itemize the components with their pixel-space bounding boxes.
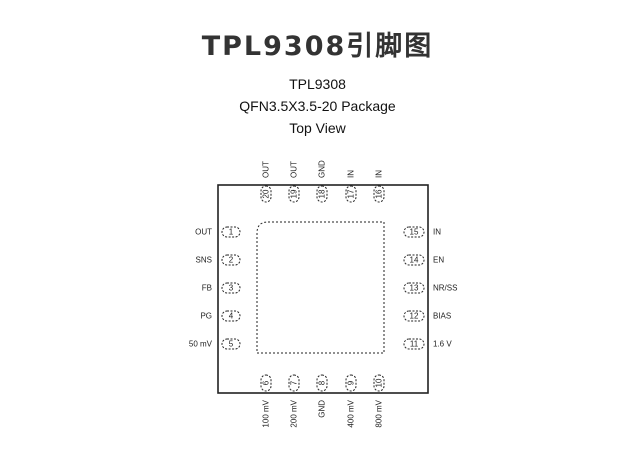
pin-pad-top-17 xyxy=(345,185,357,203)
pin-number: 11 xyxy=(410,340,419,349)
pin-pad-right-11 xyxy=(403,338,425,350)
pin-name-top-20: OUT xyxy=(262,161,271,178)
pin-pad-left-3 xyxy=(221,282,241,294)
pin-name-left-5: 50 mV xyxy=(189,340,213,349)
thermal-pad xyxy=(256,221,385,354)
pin-name-top-19: OUT xyxy=(290,161,299,178)
pin-pad-left-2 xyxy=(221,254,241,266)
pin-name-top-17: IN xyxy=(347,170,356,178)
pin-name-top-18: GND xyxy=(318,160,327,178)
pin-number: 5 xyxy=(229,340,234,349)
pin-name-right-15: IN xyxy=(433,228,441,237)
pin-number: 13 xyxy=(410,284,419,293)
pin-number: 18 xyxy=(318,189,327,198)
pin-number: 3 xyxy=(229,284,234,293)
pin-pad-top-16 xyxy=(373,185,385,203)
pin-name-top-16: IN xyxy=(375,170,384,178)
pin-name-bottom-10: 800 mV xyxy=(375,399,384,427)
pin-name-bottom-7: 200 mV xyxy=(290,399,299,427)
pin-number: 7 xyxy=(290,380,299,385)
pin-pad-bottom-7 xyxy=(288,374,300,392)
package-name: QFN3.5X3.5-20 Package xyxy=(239,98,396,114)
pin-number: 19 xyxy=(290,189,299,198)
pin-name-bottom-6: 100 mV xyxy=(262,399,271,427)
pin-number: 14 xyxy=(410,256,419,265)
pin-number: 2 xyxy=(229,256,234,265)
pin-number: 4 xyxy=(229,312,234,321)
pin-pad-left-4 xyxy=(221,310,241,322)
pin-pad-top-19 xyxy=(288,185,300,203)
page-title: TPL9308引脚图 xyxy=(201,31,434,62)
pin-pad-right-13 xyxy=(403,282,425,294)
pin-number: 16 xyxy=(375,189,384,198)
pin-number: 12 xyxy=(410,312,419,321)
pin-pad-right-15 xyxy=(403,226,425,238)
pin-name-right-12: BIAS xyxy=(433,312,451,321)
pin-name-right-13: NR/SS xyxy=(433,284,457,293)
pin-pad-top-20 xyxy=(260,185,272,203)
pin-name-right-11: 1.6 V xyxy=(433,340,452,349)
pin-number: 10 xyxy=(375,378,384,387)
pin-number: 17 xyxy=(347,189,356,198)
pin-name-left-1: OUT xyxy=(195,228,212,237)
pin-number: 8 xyxy=(318,380,327,385)
pin-pad-bottom-8 xyxy=(316,374,328,392)
pin-name-left-2: SNS xyxy=(196,256,212,265)
pin-pad-left-5 xyxy=(221,338,241,350)
pin-number: 15 xyxy=(410,228,419,237)
pin-name-left-3: FB xyxy=(202,284,212,293)
package-outline xyxy=(217,184,429,394)
pin-name-right-14: EN xyxy=(433,256,444,265)
pin-number: 20 xyxy=(262,189,271,198)
pin-pad-bottom-10 xyxy=(373,374,385,392)
pin-name-bottom-8: GND xyxy=(318,400,327,418)
pin-pad-left-1 xyxy=(221,226,241,238)
part-number: TPL9308 xyxy=(289,76,346,92)
pin-pad-bottom-6 xyxy=(260,374,272,392)
pin-name-left-4: PG xyxy=(200,312,212,321)
pin-pad-top-18 xyxy=(316,185,328,203)
pin-number: 6 xyxy=(262,380,271,385)
pin-pad-right-14 xyxy=(403,254,425,266)
pin-pad-right-12 xyxy=(403,310,425,322)
pin-name-bottom-9: 400 mV xyxy=(347,399,356,427)
pin-pad-bottom-9 xyxy=(345,374,357,392)
view-label: Top View xyxy=(289,120,346,136)
pin-number: 1 xyxy=(229,228,234,237)
pin-number: 9 xyxy=(347,380,356,385)
